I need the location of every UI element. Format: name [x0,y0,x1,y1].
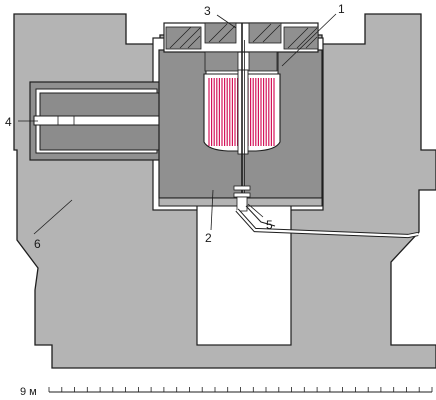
top-plug-left [165,26,202,50]
rod-flange-top [233,185,251,191]
rod-guide [236,196,248,212]
leader-lines [18,13,337,235]
top-plug-center-left [204,22,237,44]
core-channel [237,69,249,155]
top-plug-inner-right [248,51,278,72]
top-plug-right [283,26,319,50]
scale-ticks [48,387,433,392]
label-2: 2 [205,231,212,245]
rod-flange-bottom [233,192,251,198]
lower-shaft [196,204,292,346]
label-5: 5 [266,218,273,232]
label-3: 3 [204,4,211,18]
channel-tube [33,115,163,126]
label-6: 6 [34,237,41,251]
label-1: 1 [338,2,345,16]
label-4: 4 [5,115,12,129]
top-plug-inner-left [204,51,239,72]
scale-label: 9 м [20,386,37,398]
